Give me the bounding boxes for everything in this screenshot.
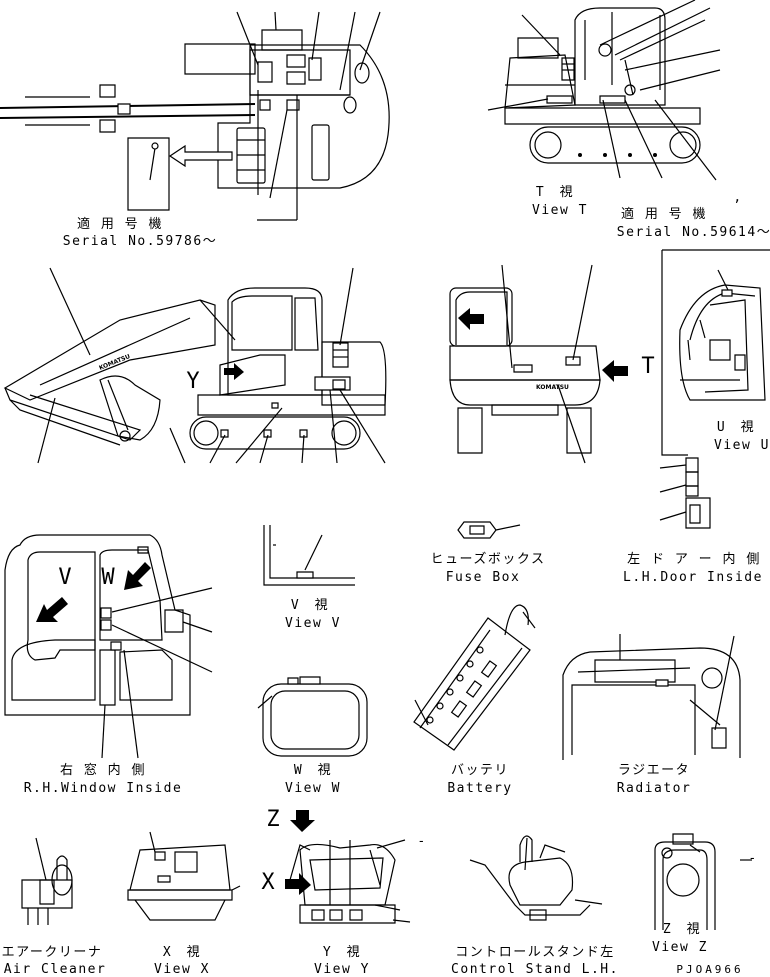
- view-t-jp-label: T 視: [535, 185, 575, 200]
- serial-a-en-label: Serial No.59786～: [62, 234, 218, 249]
- view-x-jp-label: X 視: [162, 945, 202, 960]
- lh-door-jp-label: 左 ド ア ー 内 側: [627, 552, 761, 567]
- view-w-detail: [258, 677, 367, 756]
- view-w-jp-label: W 視: [293, 763, 333, 778]
- radiator-jp-label: ラジエータ: [617, 763, 691, 778]
- view-z-jp-label: Z 視: [662, 922, 702, 937]
- serial-b-en-label: Serial No.59614～: [616, 225, 770, 240]
- view-z-dash-mark: -: [748, 851, 758, 866]
- view-y-jp-label: Y 視: [322, 945, 362, 960]
- view-z-detail: [655, 834, 752, 930]
- view-z-letter: Z: [266, 807, 280, 832]
- control-stand-jp-label: コントロールスタンド左: [455, 945, 615, 960]
- rh-window-en-label: R.H.Window Inside: [23, 781, 183, 796]
- control-stand-detail: [470, 836, 602, 920]
- side-view-machine: KOMATSU: [5, 268, 386, 463]
- boom-brand-label: KOMATSU: [98, 353, 131, 372]
- battery-jp-label: バッテリ: [450, 763, 510, 778]
- battery-en-label: Battery: [447, 781, 513, 796]
- fuse-box-jp-label: ヒューズボックス: [430, 552, 546, 567]
- view-y-dash-mark: -: [417, 834, 427, 849]
- view-z-en-label: View Z: [652, 940, 708, 955]
- radiator-en-label: Radiator: [616, 781, 692, 796]
- view-t-letter: T: [641, 354, 655, 379]
- air-cleaner-jp-label: エアークリーナ: [1, 945, 103, 960]
- drawing-code: PJOA966: [676, 963, 744, 976]
- view-y-detail: [285, 810, 410, 923]
- serial-b-jp-label: 適 用 号 機: [621, 207, 707, 222]
- air-cleaner-en-label: Air Cleaner: [3, 962, 107, 977]
- view-u-jp-label: U 視: [716, 420, 756, 435]
- rh-window-detail: [5, 535, 212, 758]
- air-cleaner-detail: [22, 838, 72, 925]
- lh-door-detail: [660, 458, 710, 528]
- battery-detail: [414, 605, 535, 750]
- view-u-en-label: View U: [714, 438, 770, 453]
- view-t-machine: [488, 0, 720, 180]
- view-v-detail: [264, 525, 355, 585]
- view-x-detail: [128, 832, 240, 920]
- fuse-box-en-label: Fuse Box: [445, 570, 521, 585]
- counterweight-brand-label: KOMATSU: [536, 384, 569, 391]
- front-view-machine: KOMATSU: [450, 265, 628, 463]
- view-t-en-label: View T: [532, 203, 588, 218]
- view-x-letter: X: [261, 870, 275, 895]
- fuse-box-detail: [458, 522, 520, 538]
- view-u-detail: [662, 250, 770, 455]
- view-y-letter: Y: [186, 369, 200, 394]
- serial-a-jp-label: 適 用 号 機: [77, 217, 163, 232]
- radiator-detail: [563, 634, 740, 760]
- serial-b-mark: ,: [733, 190, 743, 205]
- view-x-en-label: View X: [154, 962, 210, 977]
- control-stand-en-label: Control Stand L.H.: [451, 962, 619, 977]
- rh-window-jp-label: 右 窓 内 側: [60, 763, 146, 778]
- view-v-jp-label: V 視: [290, 598, 330, 613]
- view-w-en-label: View W: [285, 781, 341, 796]
- view-v-letter: V: [58, 565, 72, 590]
- lh-door-en-label: L.H.Door Inside: [623, 570, 763, 585]
- view-v-en-label: View V: [285, 616, 341, 631]
- view-y-en-label: View Y: [314, 962, 370, 977]
- view-w-letter: W: [101, 565, 115, 590]
- top-view-machine: [0, 12, 389, 220]
